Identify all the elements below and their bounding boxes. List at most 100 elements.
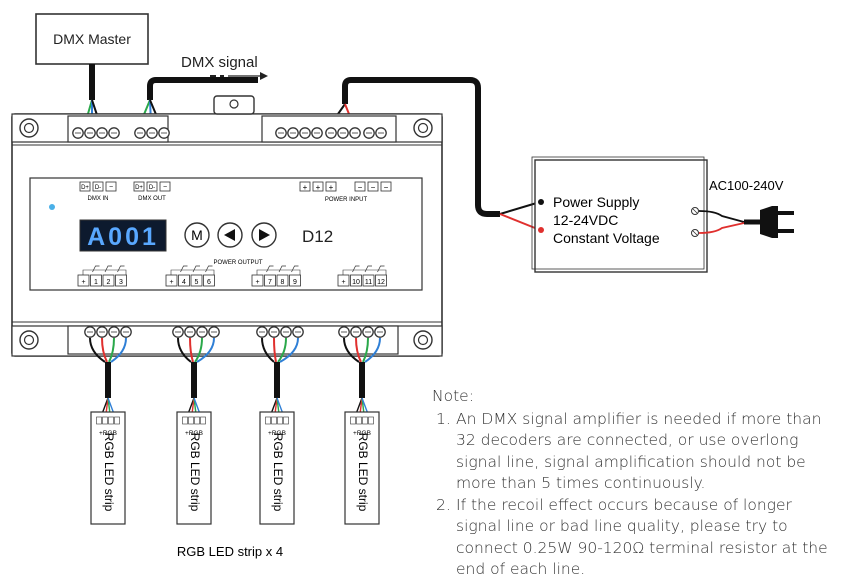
strip-label: RGB LED strip (188, 433, 202, 512)
dmx-in-markings: D+ D- − DMX IN (79, 181, 117, 202)
terminal-screw-icon (172, 326, 184, 338)
psu-line2: 12-24VDC (553, 212, 618, 228)
terminal-screw-icon (375, 127, 387, 139)
terminal-screw-icon (72, 127, 84, 139)
note-title: Note: (432, 387, 474, 405)
dmx-signal-arrow-icon (210, 72, 268, 80)
terminal-screw-icon (268, 326, 280, 338)
note-list: 1. An DMX signal amplifier is needed if m… (432, 409, 840, 581)
terminal-screw-icon (299, 127, 311, 139)
dmx-master-box (35, 13, 149, 65)
right-arrow-icon (259, 229, 270, 241)
terminal-screw-icon (362, 326, 374, 338)
terminal-screw-icon (196, 326, 208, 338)
d-plus-label: D+ (81, 185, 89, 191)
terminal-screw-icon (338, 326, 350, 338)
strips-caption: RGB LED strip x 4 (177, 544, 283, 559)
terminal-screw-icon (311, 127, 323, 139)
terminal-screw-icon (208, 326, 220, 338)
channel-number: 2 (107, 279, 111, 286)
right-button[interactable] (251, 222, 277, 248)
psu-line1: Power Supply (553, 194, 639, 210)
channel-number: 5 (195, 279, 199, 286)
terminal-screw-icon (108, 127, 120, 139)
plus-label: + (303, 183, 308, 192)
terminal-screw-icon (184, 326, 196, 338)
terminal-screw-icon (134, 127, 146, 139)
d-minus-label: D- (149, 185, 155, 191)
note-item-text: If the recoil effect occurs because of l… (456, 495, 828, 579)
terminal-screw-icon (275, 127, 287, 139)
psu-line3: Constant Voltage (553, 230, 660, 246)
terminal-screw-icon (350, 326, 362, 338)
power-supply: Power Supply 12-24VDC Constant Voltage (531, 156, 708, 273)
display-value: A001 (87, 223, 159, 251)
note-item: 1. An DMX signal amplifier is needed if m… (432, 409, 840, 495)
terminal-screw-icon (337, 127, 349, 139)
dmx-master-label: DMX Master (53, 31, 131, 47)
note-item-text: An DMX signal amplifier is needed if mor… (456, 409, 822, 493)
mount-hole-icon (19, 118, 433, 350)
strip-terminal-label: +RGB (353, 430, 371, 437)
strip-cable (89, 337, 127, 415)
channel-number: 4 (182, 279, 186, 286)
strip-label: RGB LED strip (102, 433, 116, 512)
power-input-markings: + + + − − − POWER INPUT (299, 181, 392, 203)
strip-terminal-label: +RGB (185, 430, 203, 437)
d-minus-label: D- (95, 185, 101, 191)
dmx-in-label: DMX IN (88, 196, 109, 202)
channel-number: 12 (377, 279, 385, 286)
terminal-screw-icon (84, 326, 96, 338)
terminal-screw-icon (120, 326, 132, 338)
terminal-screw-icon (349, 127, 361, 139)
d-plus-label: D+ (135, 185, 143, 191)
channel-number: 1 (94, 279, 98, 286)
plus-label: + (316, 183, 321, 192)
channel-number: 10 (352, 279, 360, 286)
dmx-out-label: DMX OUT (138, 196, 166, 202)
strip-terminal-label: +RGB (99, 430, 117, 437)
left-arrow-icon (224, 229, 235, 241)
power-output-label: POWER OUTPUT (214, 260, 263, 266)
terminal-screw-icon (108, 326, 120, 338)
left-button[interactable] (217, 222, 243, 248)
strip-label: RGB LED strip (271, 433, 285, 512)
terminal-screw-icon (146, 127, 158, 139)
strip-cable (261, 337, 299, 415)
terminal-screw-icon (158, 127, 170, 139)
note-block: Note: 1. An DMX signal amplifier is neede… (432, 386, 840, 581)
plus-label: + (169, 279, 173, 286)
channel-number: 9 (293, 279, 297, 286)
ac-voltage-label: AC100-240V (709, 178, 784, 193)
minus-label: − (109, 184, 113, 191)
channel-number: 6 (207, 279, 211, 286)
dmx-signal-label: DMX signal (181, 54, 258, 71)
m-button[interactable]: M (184, 222, 210, 248)
note-item-number: 1. (436, 409, 451, 428)
dmx-out-markings: D+ D- − DMX OUT (133, 181, 171, 202)
strip-terminal-label: +RGB (268, 430, 286, 437)
terminal-screw-icon (84, 127, 96, 139)
terminal-screw-icon (292, 326, 304, 338)
minus-label: − (371, 183, 376, 192)
minus-label: − (358, 183, 363, 192)
plus-label: + (255, 279, 259, 286)
channel-number: 8 (281, 279, 285, 286)
plus-label: + (81, 279, 85, 286)
ac-plug-icon (698, 206, 794, 238)
terminal-screw-icon (280, 326, 292, 338)
bottom-terminal-screws (84, 326, 386, 338)
plus-label: + (341, 279, 345, 286)
power-input-label: POWER INPUT (325, 197, 368, 203)
status-led-icon (49, 204, 55, 210)
terminal-screw-icon (96, 127, 108, 139)
terminal-screw-icon (363, 127, 375, 139)
strip-label: RGB LED strip (356, 433, 370, 512)
